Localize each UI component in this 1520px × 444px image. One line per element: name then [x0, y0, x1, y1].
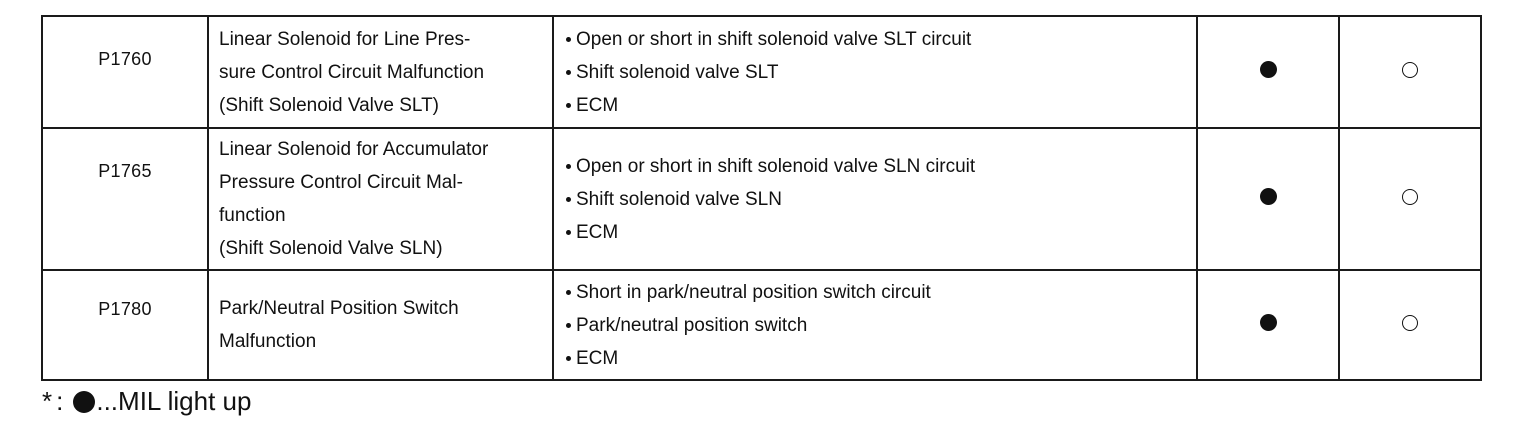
trouble-area-item: Short in park/neutral position switch ci…: [566, 276, 1196, 309]
trouble-area-text: Short in park/neutral position switch ci…: [576, 281, 931, 303]
open-circle-icon: [1402, 188, 1418, 205]
trouble-area: Open or short in shift solenoid valve SL…: [552, 15, 1198, 129]
memory-cell: [1338, 127, 1482, 271]
detection-item-line: Pressure Control Circuit Mal-: [219, 172, 463, 193]
mil-cell: [1196, 127, 1340, 271]
detection-item-line: Park/Neutral Position Switch: [219, 298, 459, 319]
detection-item-line: sure Control Circuit Malfunction: [219, 61, 485, 83]
detection-item: Linear Solenoid for Line Pres- sure Cont…: [207, 15, 554, 129]
filled-circle-icon: [1259, 314, 1277, 331]
bullet-icon: [566, 69, 571, 75]
detection-item-line: (Shift Solenoid Valve SLT): [219, 94, 440, 116]
trouble-area: Short in park/neutral position switch ci…: [552, 269, 1198, 381]
trouble-area-item: Shift solenoid valve SLT: [566, 56, 1196, 89]
mil-cell: [1196, 15, 1340, 129]
trouble-area-item: ECM: [566, 216, 1196, 249]
footnote-text: ...MIL light up: [96, 386, 252, 416]
trouble-area-text: ECM: [576, 221, 619, 243]
trouble-area-item: ECM: [566, 89, 1196, 122]
dtc-table: P1760 Linear Solenoid for Line Pres- sur…: [41, 15, 1482, 381]
trouble-area-item: Open or short in shift solenoid valve SL…: [566, 150, 1196, 183]
open-circle-icon: [1402, 61, 1418, 78]
trouble-area-text: Shift solenoid valve SLT: [576, 61, 779, 83]
detection-item-line: Linear Solenoid for Accumulator: [219, 139, 489, 160]
open-circle-icon: [1402, 314, 1418, 331]
memory-cell: [1338, 269, 1482, 381]
bullet-icon: [566, 196, 571, 202]
dtc-code: P1765: [41, 127, 209, 271]
trouble-area-text: Park/neutral position switch: [576, 314, 808, 336]
memory-cell: [1338, 15, 1482, 129]
footnote-mark: *: [42, 386, 53, 416]
trouble-area-text: ECM: [576, 94, 619, 116]
bullet-icon: [566, 102, 571, 108]
detection-item: Park/Neutral Position Switch Malfunction: [207, 269, 554, 381]
trouble-area-item: Shift solenoid valve SLN: [566, 183, 1196, 216]
footnote-colon: :: [56, 386, 64, 416]
trouble-area-text: Shift solenoid valve SLN: [576, 188, 782, 210]
trouble-area-item: Park/neutral position switch: [566, 309, 1196, 342]
bullet-icon: [566, 36, 571, 42]
filled-circle-icon: [1259, 188, 1277, 205]
trouble-area-text: Open or short in shift solenoid valve SL…: [576, 155, 976, 177]
trouble-area-text: Open or short in shift solenoid valve SL…: [576, 28, 972, 50]
dtc-code: P1760: [41, 15, 209, 129]
footnote: * : ...MIL light up: [42, 386, 251, 417]
dtc-code: P1780: [41, 269, 209, 381]
table-row: P1765 Linear Solenoid for Accumulator Pr…: [41, 127, 1482, 271]
trouble-area-text: ECM: [576, 347, 619, 369]
table-row: P1760 Linear Solenoid for Line Pres- sur…: [41, 15, 1482, 129]
bullet-icon: [566, 163, 571, 169]
detection-item: Linear Solenoid for Accumulator Pressure…: [207, 127, 554, 271]
table-row: P1780 Park/Neutral Position Switch Malfu…: [41, 269, 1482, 381]
detection-item-line: Linear Solenoid for Line Pres-: [219, 28, 471, 50]
bullet-icon: [566, 355, 571, 361]
mil-cell: [1196, 269, 1340, 381]
detection-item-line: (Shift Solenoid Valve SLN): [219, 238, 443, 259]
detection-item-line: Malfunction: [219, 331, 317, 352]
bullet-icon: [566, 289, 571, 295]
bullet-icon: [566, 229, 571, 235]
trouble-area-item: ECM: [566, 342, 1196, 375]
trouble-area-item: Open or short in shift solenoid valve SL…: [566, 23, 1196, 56]
trouble-area: Open or short in shift solenoid valve SL…: [552, 127, 1198, 271]
bullet-icon: [566, 322, 571, 328]
detection-item-line: function: [219, 205, 286, 226]
filled-circle-icon: [73, 390, 96, 413]
filled-circle-icon: [1259, 61, 1277, 78]
